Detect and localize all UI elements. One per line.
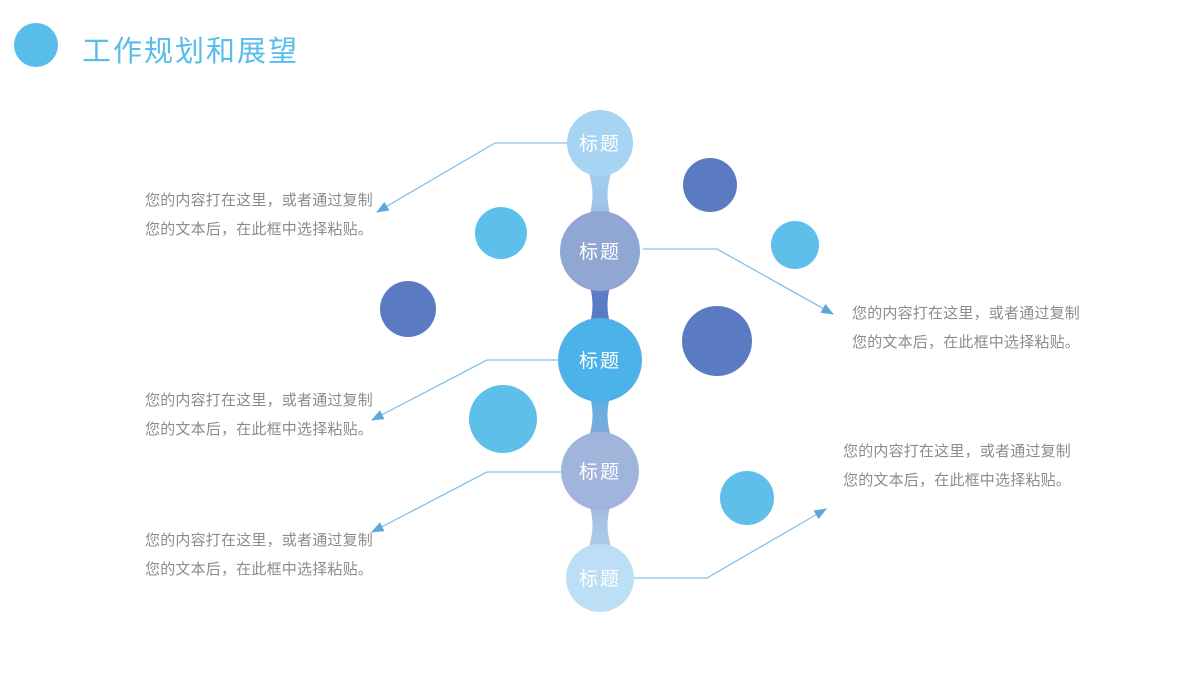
page-title: 工作规划和展望 xyxy=(82,36,300,68)
callout-line: 您的内容打在这里，或者通过复制 xyxy=(843,443,1072,460)
decor-circle xyxy=(720,471,774,525)
chain-node-labels: 标题 标题 标题 标题 标题 xyxy=(579,133,621,590)
chain-node-label-5: 标题 xyxy=(579,568,621,590)
chain-node-label-1: 标题 xyxy=(579,133,621,155)
chain-nodes xyxy=(558,110,642,612)
callout-text-left-top: 您的内容打在这里，或者通过复制 您的文本后，在此框中选择粘贴。 xyxy=(145,186,405,244)
callout-text-right-bottom: 您的内容打在这里，或者通过复制 您的文本后，在此框中选择粘贴。 xyxy=(843,437,1103,495)
decor-circle xyxy=(380,281,436,337)
decor-circle xyxy=(682,306,752,376)
callout-line: 您的内容打在这里，或者通过复制 xyxy=(145,532,374,549)
callout-text-left-bottom: 您的内容打在这里，或者通过复制 您的文本后，在此框中选择粘贴。 xyxy=(145,526,405,584)
slide-header: 工作规划和展望 xyxy=(0,0,1200,90)
chain-node-4 xyxy=(561,432,639,510)
decor-circle xyxy=(683,158,737,212)
connector-line-1 xyxy=(376,142,567,213)
connector-line-5 xyxy=(634,508,827,579)
callout-text-left-middle: 您的内容打在这里，或者通过复制 您的文本后，在此框中选择粘贴。 xyxy=(145,386,405,444)
callout-line: 您的内容打在这里，或者通过复制 xyxy=(852,305,1081,322)
callout-line: 您的内容打在这里，或者通过复制 xyxy=(145,392,374,409)
decor-circle xyxy=(771,221,819,269)
chain-node-label-4: 标题 xyxy=(579,461,621,483)
chain-node-label-3: 标题 xyxy=(579,350,621,372)
callout-line: 您的文本后，在此框中选择粘贴。 xyxy=(145,561,374,578)
connector-line-2 xyxy=(643,248,834,315)
chain-node-1 xyxy=(567,110,633,176)
connector-line-4 xyxy=(371,471,561,533)
callout-line: 您的文本后，在此框中选择粘贴。 xyxy=(843,472,1072,489)
chain-node-3 xyxy=(558,318,642,402)
callout-line: 您的文本后，在此框中选择粘贴。 xyxy=(145,421,374,438)
callout-line: 您的文本后，在此框中选择粘贴。 xyxy=(145,221,374,238)
chain-node-2 xyxy=(560,211,640,291)
callout-text-right-top: 您的内容打在这里，或者通过复制 您的文本后，在此框中选择粘贴。 xyxy=(852,299,1112,357)
decor-circles xyxy=(380,158,819,525)
decor-circle xyxy=(469,385,537,453)
connector-lines xyxy=(371,142,834,579)
callout-line: 您的内容打在这里，或者通过复制 xyxy=(145,192,374,209)
title-bullet-icon xyxy=(14,23,58,67)
chain-node-5 xyxy=(566,544,634,612)
decor-circle xyxy=(475,207,527,259)
callout-line: 您的文本后，在此框中选择粘贴。 xyxy=(852,334,1081,351)
connector-line-3 xyxy=(371,359,558,421)
chain-node-label-2: 标题 xyxy=(579,241,621,263)
